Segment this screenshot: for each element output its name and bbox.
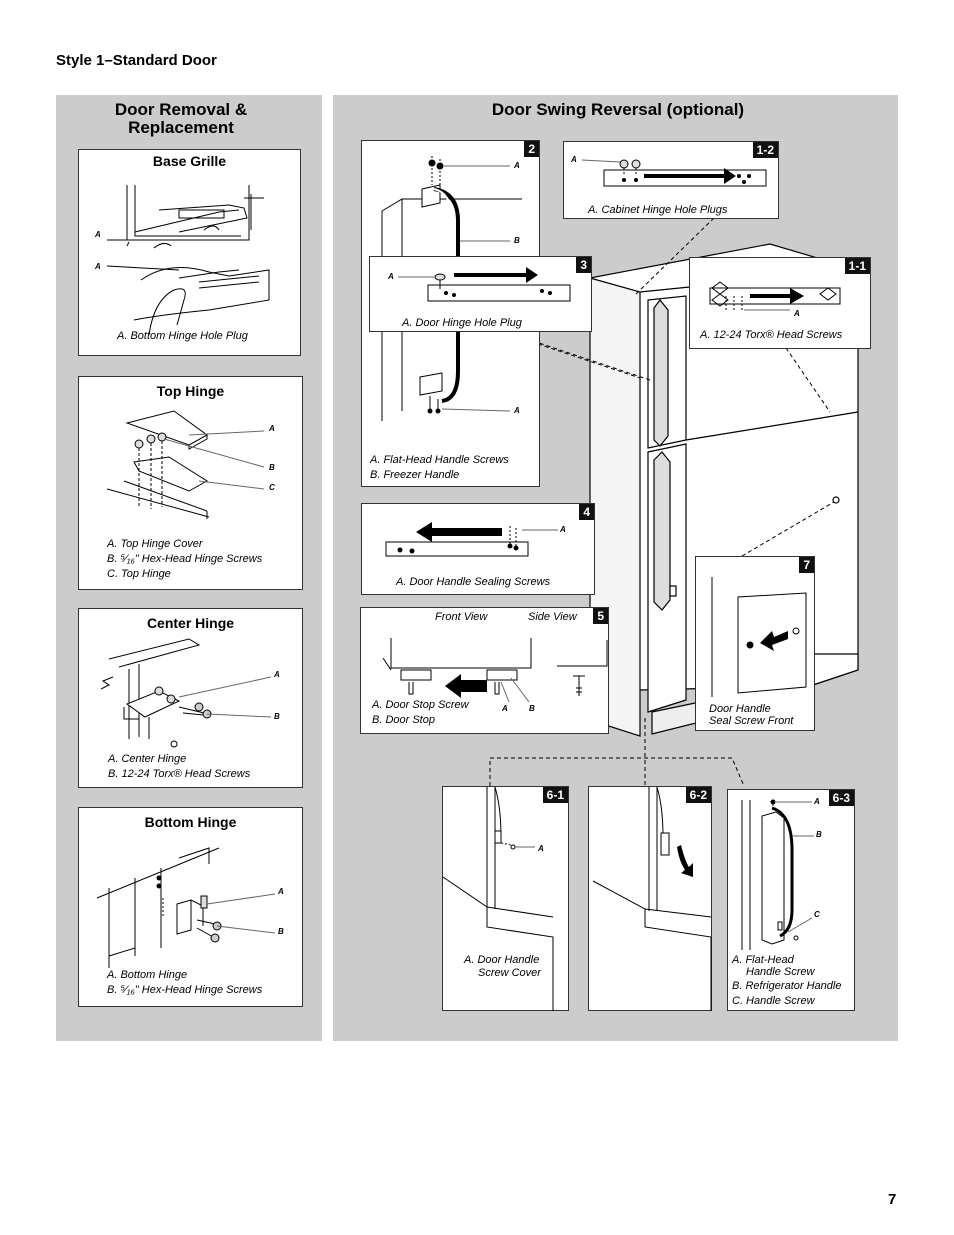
- screw-cover-illustration: [442, 786, 554, 1011]
- torx-screws-illustration: [709, 281, 841, 311]
- step-6-1-box: 6-1 A A. Door Handle Screw Cover: [442, 786, 569, 1011]
- center-hinge-title: Center Hinge: [146, 615, 235, 631]
- step-1-2-box: 1-2 A A. Cabinet Hinge Hole Plugs: [563, 141, 779, 219]
- step-7-box: 7 Door Handle Seal Screw Front: [695, 556, 815, 731]
- label-b: B: [269, 463, 275, 472]
- center-hinge-caption-2: B. 12-24 Torx® Head Screws: [108, 768, 251, 780]
- label-c: C: [814, 910, 820, 919]
- label-a: A: [794, 309, 800, 318]
- step-6-3-caption-4: C. Handle Screw: [732, 995, 815, 1007]
- step-number: 2: [524, 141, 539, 157]
- step-6-3-caption-3: B. Refrigerator Handle: [732, 980, 842, 992]
- step-number: 4: [579, 504, 594, 520]
- step-1-1-box: 1-1 A A. 12-24 Torx® Head Screws: [689, 257, 871, 349]
- step-6-3-box: 6-3 A B C A. Flat-Head Handle Screw B. R…: [727, 789, 855, 1011]
- refrigerator-handle-illustration: [741, 799, 814, 950]
- page-number: 7: [888, 1191, 897, 1208]
- cabinet-hinge-illustration: [581, 159, 767, 187]
- side-view-label: Side View: [528, 611, 577, 623]
- step-2-caption-1: A. Flat-Head Handle Screws: [370, 454, 509, 466]
- section-title: Style 1–Standard Door: [56, 52, 217, 69]
- step-number: 1-2: [752, 142, 778, 158]
- label-a: A: [278, 887, 284, 896]
- step-number: 6-3: [828, 790, 854, 806]
- base-grille-box: Base Grille A A A. Bottom Hinge Hole Plu…: [78, 149, 301, 356]
- center-hinge-box: Center Hinge A B A. Center Hinge B. 12-2…: [78, 608, 303, 788]
- label-b: B: [816, 830, 822, 839]
- step-number: 6-2: [685, 787, 711, 803]
- step-6-1-caption-1: A. Door Handle: [464, 954, 540, 966]
- base-grille-caption: A. Bottom Hinge Hole Plug: [117, 330, 248, 342]
- step-number: 6-1: [542, 787, 568, 803]
- top-hinge-caption-3: C. Top Hinge: [107, 568, 171, 580]
- step-5-box: Front View Side View 5 A B A. Door Stop …: [360, 607, 609, 734]
- label-a: A: [95, 262, 101, 271]
- step-6-1-caption-2: Screw Cover: [478, 967, 541, 979]
- step-1-2-caption: A. Cabinet Hinge Hole Plugs: [588, 204, 728, 216]
- step-7-caption-1: Door Handle: [709, 703, 771, 715]
- step-4-box: 4 A A. Door Handle Sealing Screws: [361, 503, 595, 595]
- top-hinge-caption-2: B. ⁵⁄₁₆" Hex-Head Hinge Screws: [107, 553, 263, 565]
- label-a: A: [95, 230, 101, 239]
- label-a: A: [571, 155, 577, 164]
- label-b: B: [278, 927, 284, 936]
- top-hinge-title: Top Hinge: [156, 383, 225, 399]
- label-b: B: [274, 712, 280, 721]
- center-hinge-illustration: [100, 638, 272, 748]
- step-number: 1-1: [844, 258, 870, 274]
- label-a: A: [514, 161, 520, 170]
- step-6-3-caption-1: A. Flat-Head: [732, 954, 794, 966]
- step-1-1-caption: A. 12-24 Torx® Head Screws: [700, 329, 843, 341]
- step-number: 3: [576, 257, 591, 273]
- label-a: A: [560, 525, 566, 534]
- label-a: A: [814, 797, 820, 806]
- door-removal-title: Door Removal & Replacement: [114, 100, 248, 137]
- door-swing-title: Door Swing Reversal (optional): [491, 100, 745, 119]
- seal-screw-illustration: [711, 577, 807, 697]
- step-7-caption-2: Seal Screw Front: [709, 715, 794, 727]
- label-b: B: [529, 704, 535, 713]
- door-stop-illustration: [382, 638, 608, 703]
- base-grille-illustration: [106, 185, 270, 336]
- step-number: 7: [799, 557, 814, 573]
- bottom-hinge-illustration: [96, 847, 276, 968]
- label-a: A: [388, 272, 394, 281]
- step-4-caption: A. Door Handle Sealing Screws: [396, 576, 551, 588]
- bottom-hinge-caption-2: B. ⁵⁄₁₆" Hex-Head Hinge Screws: [107, 984, 263, 996]
- bottom-hinge-title: Bottom Hinge: [144, 814, 237, 830]
- label-a: A: [274, 670, 280, 679]
- label-a: A: [514, 406, 520, 415]
- sealing-screws-illustration: [385, 522, 558, 557]
- label-b: B: [514, 236, 520, 245]
- label-c: C: [269, 483, 275, 492]
- handle-removal-illustration: [592, 786, 712, 1011]
- step-number: 5: [593, 608, 608, 624]
- front-view-label: Front View: [435, 611, 488, 623]
- base-grille-title: Base Grille: [152, 153, 227, 169]
- step-3-box: 3 A A. Door Hinge Hole Plug: [369, 256, 592, 332]
- step-5-caption-1: A. Door Stop Screw: [372, 699, 469, 711]
- step-2-caption-2: B. Freezer Handle: [370, 469, 460, 481]
- label-a: A: [269, 424, 275, 433]
- label-a: A: [502, 704, 508, 713]
- step-6-2-box: 6-2: [588, 786, 712, 1011]
- door-hinge-plug-illustration: [398, 267, 571, 302]
- label-a: A: [538, 844, 544, 853]
- step-5-caption-2: B. Door Stop: [372, 714, 435, 726]
- bottom-hinge-box: Bottom Hinge A B A. Bottom Hinge B. ⁵⁄₁₆…: [78, 807, 303, 1007]
- center-hinge-caption-1: A. Center Hinge: [108, 753, 187, 765]
- bottom-hinge-caption-1: A. Bottom Hinge: [107, 969, 188, 981]
- top-hinge-illustration: [106, 410, 265, 519]
- step-3-caption: A. Door Hinge Hole Plug: [402, 317, 522, 329]
- step-6-3-caption-2: Handle Screw: [746, 966, 815, 978]
- top-hinge-caption-1: A. Top Hinge Cover: [107, 538, 203, 550]
- top-hinge-box: Top Hinge A B C A. Top Hinge Cover B. ⁵⁄…: [78, 376, 303, 590]
